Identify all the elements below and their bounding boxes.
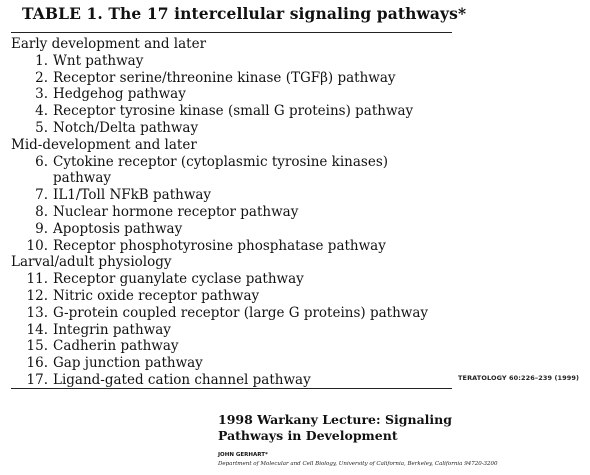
item-number: 16. — [26, 355, 48, 372]
item-text: Cadherin pathway — [53, 338, 179, 355]
list-item: 16. Gap junction pathway — [11, 355, 456, 372]
list-item: 2. Receptor serine/threonine kinase (TGFβ… — [11, 70, 456, 87]
journal-reference: TERATOLOGY 60:226–239 (1999) — [458, 374, 580, 382]
item-number: 17. — [26, 371, 48, 388]
group-heading-larval: Larval/adult physiology — [11, 254, 172, 271]
list-item: 4. Receptor tyrosine kinase (small G prot… — [11, 103, 456, 120]
list-item: 13. G-protein coupled receptor (large G p… — [11, 305, 456, 322]
item-text: Nitric oxide receptor pathway — [53, 287, 260, 304]
item-number: 14. — [26, 321, 48, 338]
item-number: 3. — [35, 86, 48, 103]
item-number: 6. — [35, 153, 48, 170]
item-text: Apoptosis pathway — [53, 220, 183, 237]
list-item: 3. Hedgehog pathway — [11, 86, 456, 103]
list-item: 6. Cytokine receptor (cytoplasmic tyrosin… — [11, 154, 456, 188]
group-heading-mid: Mid-development and later — [11, 136, 197, 153]
item-text: IL1/Toll NFkB pathway — [53, 187, 212, 204]
list-item: 1. Wnt pathway — [11, 53, 456, 70]
list-item: 11. Receptor guanylate cyclase pathway — [11, 271, 456, 288]
item-number: 5. — [35, 119, 48, 136]
item-text: Gap junction pathway — [53, 355, 203, 372]
item-text: Receptor serine/threonine kinase (TGFβ) … — [53, 69, 396, 86]
list-item: 12. Nitric oxide receptor pathway — [11, 288, 456, 305]
list-item: 17. Ligand-gated cation channel pathway — [11, 372, 456, 389]
item-text: Integrin pathway — [53, 321, 171, 338]
list-item: 15. Cadherin pathway — [11, 338, 456, 355]
item-number: 12. — [26, 287, 48, 304]
item-number: 9. — [35, 220, 48, 237]
item-text: Nuclear hormone receptor pathway — [53, 203, 299, 220]
lecture-title: 1998 Warkany Lecture: Signaling Pathways… — [218, 412, 468, 444]
list-item: 7. IL1/Toll NFkB pathway — [11, 187, 456, 204]
item-text: Receptor phosphotyrosine phosphatase pat… — [53, 237, 386, 254]
table-top-rule — [11, 32, 452, 33]
group-heading-early: Early development and later — [11, 36, 207, 52]
item-text: Receptor tyrosine kinase (small G protei… — [53, 103, 414, 120]
item-text: Notch/Delta pathway — [53, 119, 199, 136]
list-item: 5. Notch/Delta pathway — [11, 120, 456, 137]
item-text: Receptor guanylate cyclase pathway — [53, 271, 304, 288]
item-text: Hedgehog pathway — [53, 86, 186, 103]
item-number: 2. — [35, 69, 48, 86]
lecture-title-line: Pathways in Development — [218, 428, 398, 443]
list-item: 8. Nuclear hormone receptor pathway — [11, 204, 456, 221]
lecture-title-line: 1998 Warkany Lecture: Signaling — [218, 412, 452, 427]
item-number: 8. — [35, 203, 48, 220]
item-text: Ligand-gated cation channel pathway — [53, 371, 311, 388]
author-name: JOHN GERHART* — [218, 452, 268, 458]
pathway-list: Early development and later 1. Wnt pathwa… — [11, 36, 456, 389]
item-number: 15. — [26, 338, 48, 355]
item-text: Cytokine receptor (cytoplasmic tyrosine … — [53, 153, 389, 187]
author-affiliation: Department of Molecular and Cell Biology… — [218, 461, 498, 467]
item-number: 7. — [35, 187, 48, 204]
item-number: 4. — [35, 103, 48, 120]
item-text: Wnt pathway — [53, 52, 144, 69]
table-title: TABLE 1. The 17 intercellular signaling … — [22, 4, 467, 23]
list-item: 14. Integrin pathway — [11, 322, 456, 339]
item-number: 11. — [26, 271, 48, 288]
item-number: 10. — [26, 237, 48, 254]
table-bottom-rule — [11, 388, 452, 389]
item-text: G-protein coupled receptor (large G prot… — [53, 304, 428, 321]
item-number: 1. — [35, 52, 48, 69]
item-number: 13. — [26, 304, 48, 321]
list-item: 10. Receptor phosphotyrosine phosphatase … — [11, 238, 456, 255]
list-item: 9. Apoptosis pathway — [11, 221, 456, 238]
